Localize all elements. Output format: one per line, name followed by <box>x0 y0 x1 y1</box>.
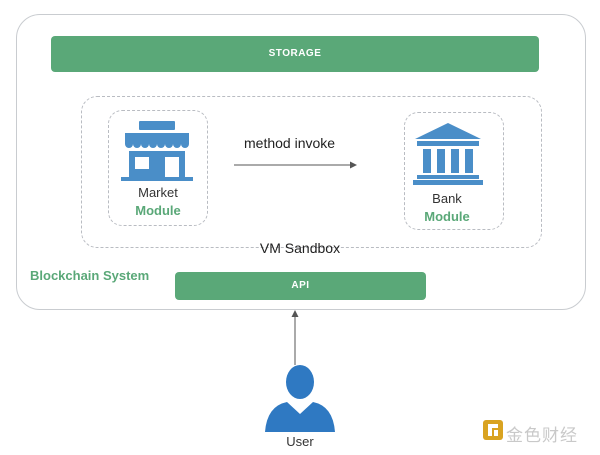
vm-sandbox-container <box>81 96 542 248</box>
market-module-label: Market Module <box>108 184 208 220</box>
storage-bar: STORAGE <box>51 36 539 72</box>
market-name: Market <box>138 185 178 200</box>
market-kind: Module <box>135 203 181 218</box>
method-invoke-label: method invoke <box>244 135 336 151</box>
blockchain-system-label: Blockchain System <box>30 268 150 283</box>
api-bar: API <box>175 272 426 300</box>
store-icon <box>121 121 193 181</box>
bank-icon <box>413 123 483 185</box>
market-module-box <box>108 110 208 226</box>
vm-sandbox-label: VM Sandbox <box>259 240 341 256</box>
bank-name: Bank <box>432 191 462 206</box>
user-to-api-arrow <box>291 310 299 365</box>
method-invoke-arrow <box>234 161 357 169</box>
bank-kind: Module <box>424 209 470 224</box>
user-icon <box>265 365 335 432</box>
bank-module-label: Bank Module <box>404 190 490 226</box>
watermark-text: 金色财经 <box>506 426 578 445</box>
user-label: User <box>286 434 314 449</box>
jinse-logo-icon <box>483 420 503 440</box>
bank-module-box <box>404 112 504 230</box>
